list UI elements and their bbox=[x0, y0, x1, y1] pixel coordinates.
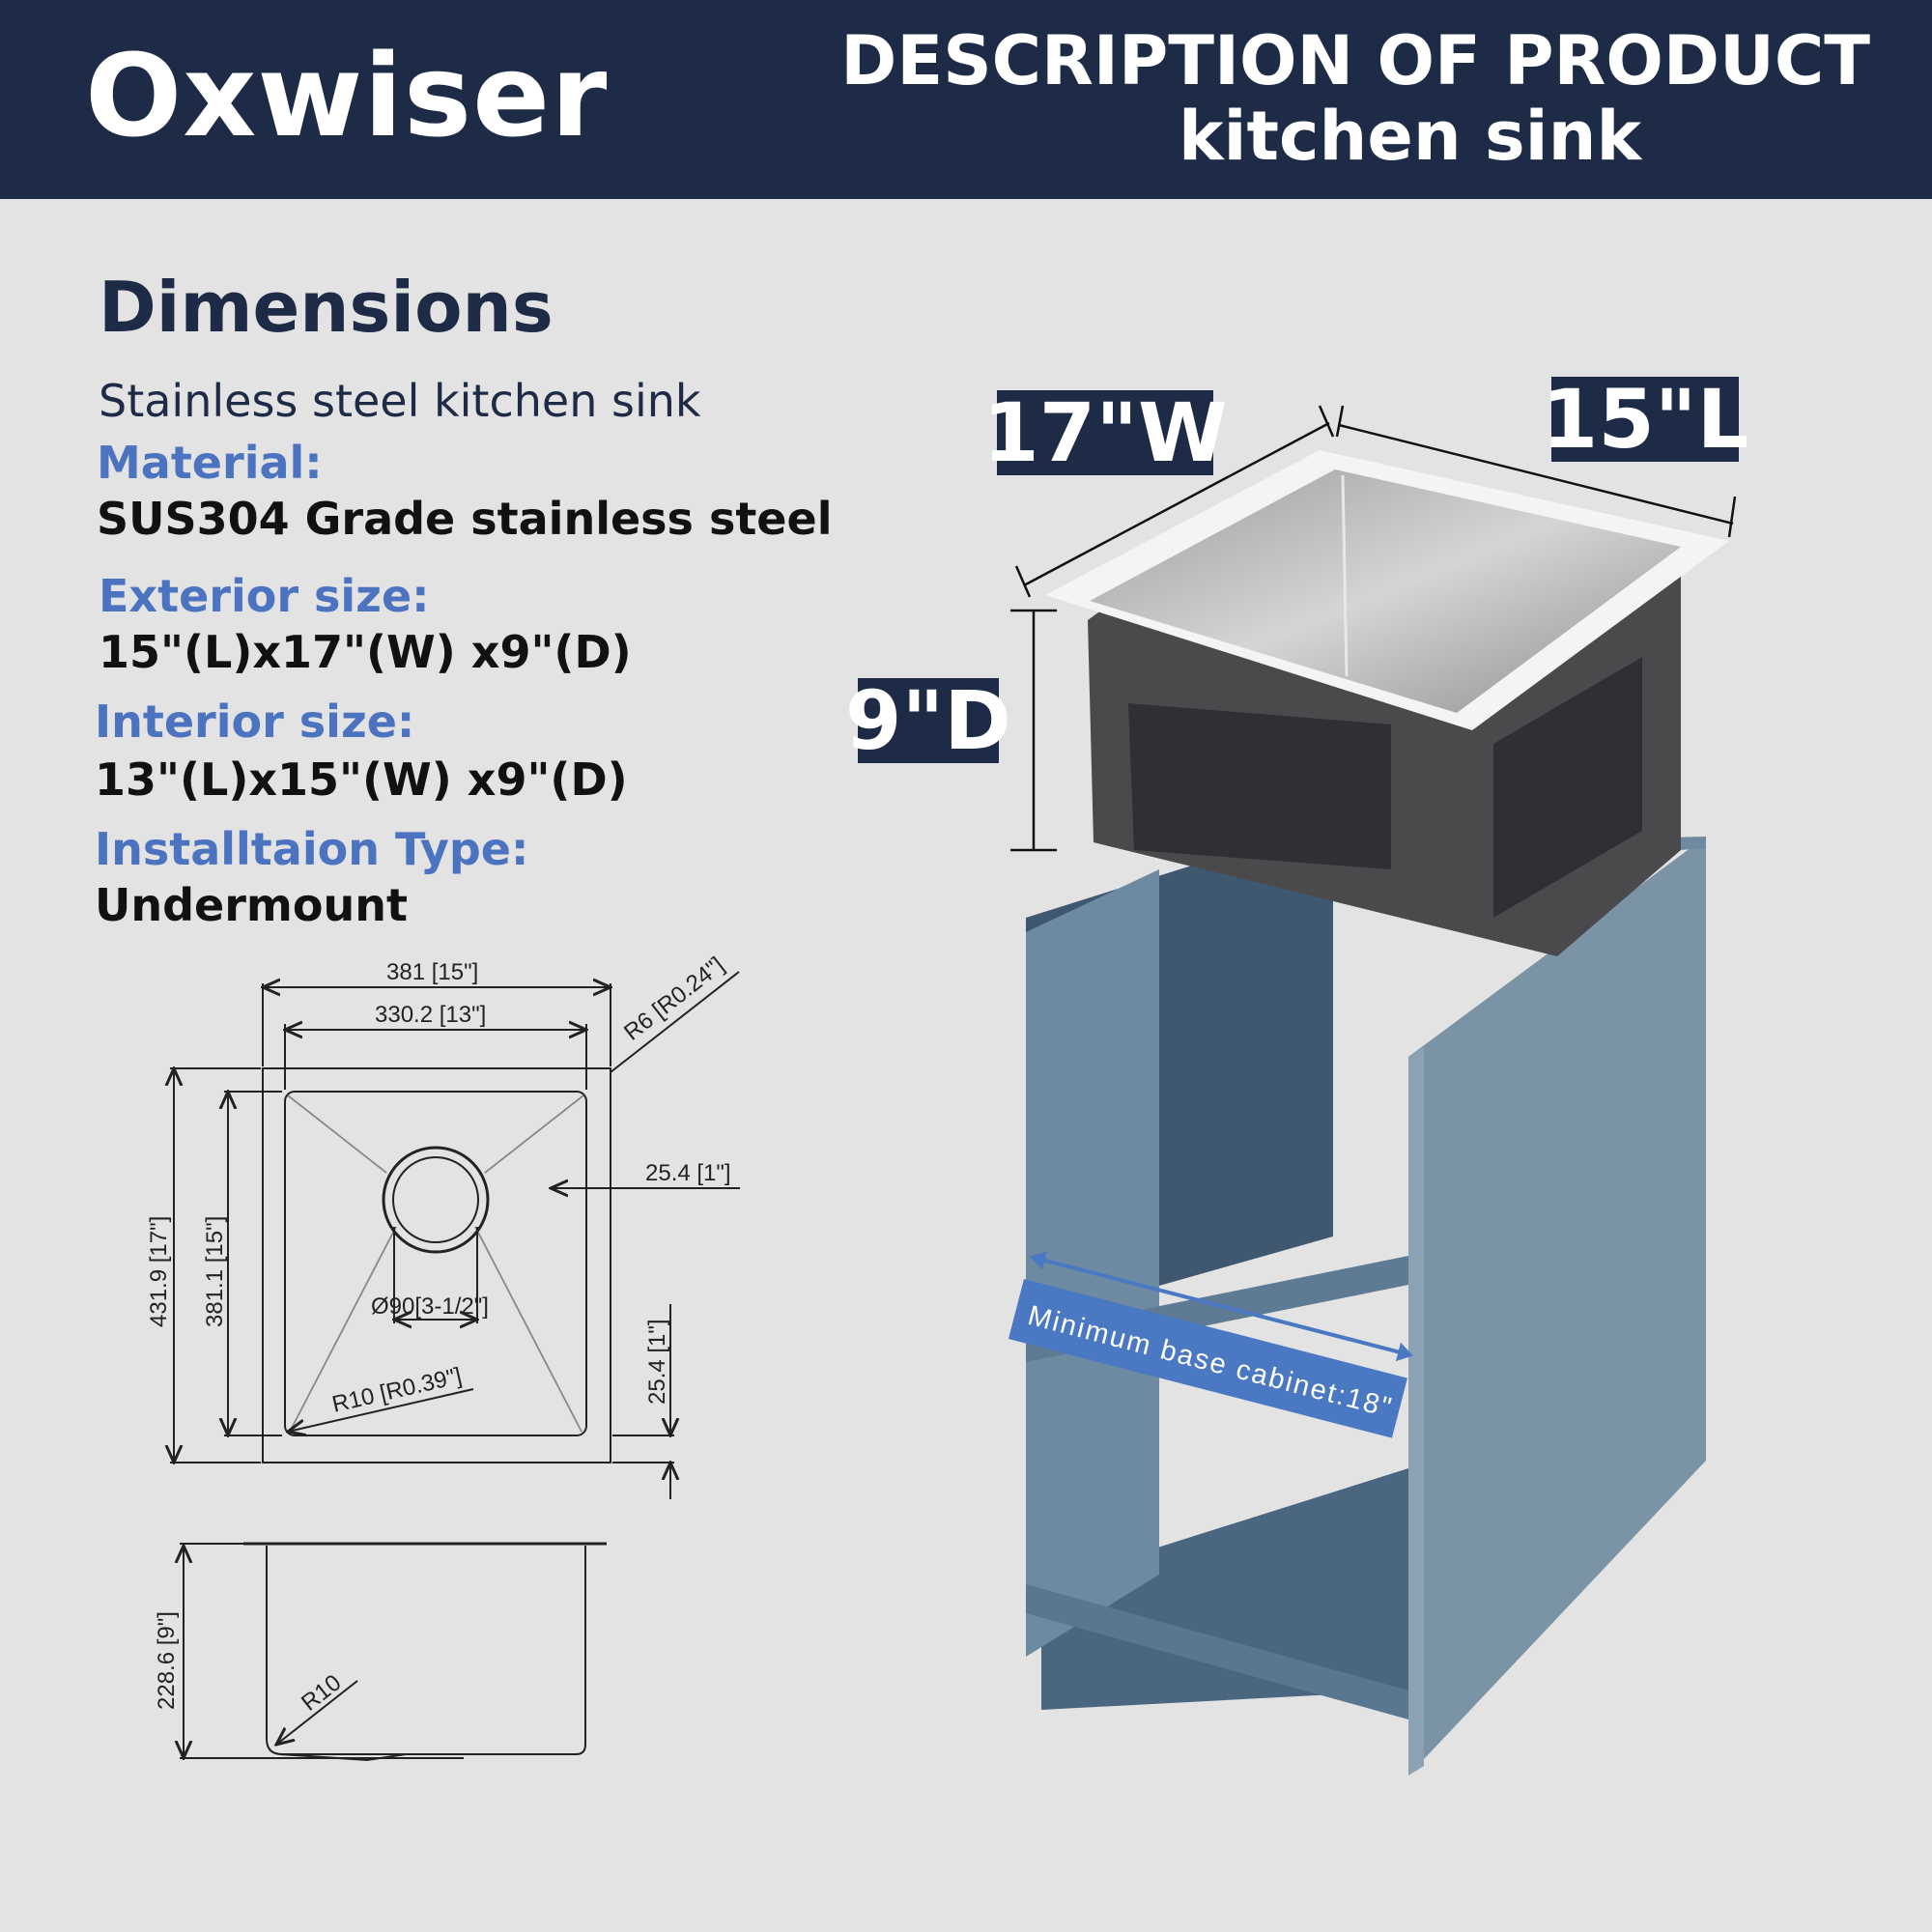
depth-label: 9"D bbox=[845, 673, 1011, 768]
header-bar: Oxwiser DESCRIPTION OF PRODUCT kitchen s… bbox=[0, 0, 1932, 199]
exterior-size-label: Exterior size: bbox=[99, 570, 430, 622]
brand-logo-text: Oxwiser bbox=[85, 29, 609, 162]
material-value: SUS304 Grade stainless steel bbox=[97, 493, 833, 545]
sink-sound-pad-side bbox=[1493, 657, 1642, 918]
dim-bottom-flange: 25.4 [1"] bbox=[644, 1319, 670, 1405]
installation-type-value: Undermount bbox=[95, 879, 408, 931]
product-subtitle: Stainless steel kitchen sink bbox=[99, 375, 701, 427]
header-title-line2: kitchen sink bbox=[1179, 97, 1642, 176]
cabinet-right-panel bbox=[1408, 837, 1706, 1776]
interior-size-label: Interior size: bbox=[95, 696, 415, 748]
material-label: Material: bbox=[97, 437, 323, 489]
dim-outer-height: 431.9 [17"] bbox=[146, 1216, 172, 1327]
installation-type-label: Installtaion Type: bbox=[95, 823, 529, 875]
dim-drain-diameter: Ø90[3-1/2"] bbox=[371, 1293, 489, 1320]
cabinet-bottom-rail bbox=[1026, 1584, 1408, 1719]
top-view-outer bbox=[262, 1067, 611, 1463]
header-title-line1: DESCRIPTION OF PRODUCT bbox=[840, 21, 1870, 100]
sink-basin-interior bbox=[1090, 469, 1681, 713]
drain-circle-outer bbox=[382, 1146, 490, 1254]
dim-side-depth: 228.6 [9"] bbox=[154, 1611, 180, 1710]
cabinet-floor bbox=[1041, 1468, 1408, 1710]
cabinet-left-panel bbox=[1026, 869, 1159, 1657]
interior-size-value: 13"(L)x15"(W) x9"(D) bbox=[95, 753, 628, 806]
dimensions-heading: Dimensions bbox=[99, 267, 554, 348]
length-label: 15"L bbox=[1541, 372, 1749, 467]
length-dimension-line bbox=[1338, 423, 1734, 526]
drain-circle-inner bbox=[392, 1156, 479, 1243]
dim-flange-width: 25.4 [1"] bbox=[645, 1160, 731, 1186]
width-dimension-line bbox=[1023, 421, 1330, 587]
sink-sound-pad-front bbox=[1128, 703, 1391, 869]
dim-inner-height: 381.1 [15"] bbox=[202, 1216, 228, 1327]
dim-top-outer-width: 381 [15"] bbox=[386, 959, 478, 985]
width-label: 17"W bbox=[982, 385, 1228, 480]
exterior-size-value: 15"(L)x17"(W) x9"(D) bbox=[99, 626, 632, 678]
dim-top-inner-width: 330.2 [13"] bbox=[375, 1002, 486, 1028]
top-view-inner bbox=[284, 1091, 587, 1436]
